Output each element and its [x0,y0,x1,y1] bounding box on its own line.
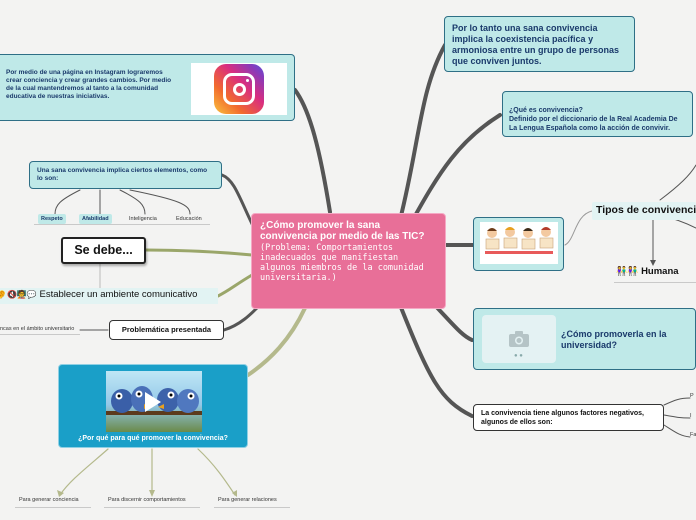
central-topic[interactable]: ¿Cómo promover la sana convivencia por m… [251,213,446,309]
branch-to-instagram [293,88,332,214]
video-child-3-underline [214,507,290,508]
pager-dots: ● ● [514,353,523,359]
humana-label: Humana [641,266,679,277]
factor-item-2[interactable]: I [690,413,692,419]
elemento-inteligencia[interactable]: Inteligencia [129,216,157,222]
humana-icon: 👫👫 [616,266,639,276]
se-debe-label: Se debe... [74,243,133,257]
factor-item-1[interactable]: P [690,393,694,399]
branch-to-ambiente [216,273,254,298]
video-child-discernir[interactable]: Para discernir comportamientos [108,497,186,503]
que-es-text: ¿Qué es convivencia? Definido por el dic… [509,107,678,132]
problematica-node[interactable]: Problemática presentada [109,320,224,340]
elemento-respeto[interactable]: Respeto [38,214,66,224]
video-child-relaciones[interactable]: Para generar relaciones [218,497,277,503]
como-promoverla-node[interactable]: ● ● ¿Cómo promoverla en la universidad? [473,308,696,370]
ambiente-icons: 👂🔇🧑‍🏫💬 [0,290,37,299]
se-debe-node[interactable]: Se debe... [61,237,146,264]
elementos-text: Una sana convivencia implica ciertos ele… [37,167,208,182]
video-thumbnail[interactable] [106,371,202,432]
kids-image-node[interactable] [473,217,564,271]
instagram-text: Por medio de una página en Instagram log… [6,69,172,100]
branch-to-video [246,306,307,377]
ambiente-label: Establecer un ambiente comunicativo [39,289,198,300]
tipos-de-convivencia[interactable]: Tipos de convivencia [592,202,696,220]
elementos-node[interactable]: Una sana convivencia implica ciertos ele… [29,161,222,189]
central-title: ¿Cómo promover la sana convivencia por m… [260,220,425,242]
ambito-universitario-text[interactable]: ncas en el ámbito universitario [0,326,75,332]
por-lo-tanto-text: Por lo tanto una sana convivencia implic… [452,23,620,66]
children-holding-signs-icon [484,227,553,254]
ambito-underline [0,334,80,335]
problematica-label: Problemática presentada [121,325,212,334]
video-children [59,448,236,496]
factores-node[interactable]: La convivencia tiene algunos factores ne… [473,404,664,431]
branch-to-por-lo-tanto [398,43,447,222]
instagram-logo-icon [214,64,264,114]
arrowhead [650,260,656,266]
factor-item-3[interactable]: Fa [690,432,696,438]
tipos-label: Tipos de convivencia [596,204,696,216]
branch-to-se-debe [144,248,254,257]
kids-image [479,222,558,264]
que-es-node[interactable]: ¿Qué es convivencia? Definido por el dic… [502,91,693,137]
como-promoverla-text: ¿Cómo promoverla en la universidad? [561,329,667,350]
ambiente-node[interactable]: 👂🔇🧑‍🏫💬 Establecer un ambiente comunicati… [0,288,218,304]
video-caption: ¿Por qué para qué promover la convivenci… [78,435,228,442]
video-child-2-underline [104,507,200,508]
camera-image-placeholder: ● ● [482,315,556,363]
humana-node[interactable]: 👫👫 Humana [616,266,696,280]
camera-icon [509,331,529,347]
tipos-connector [564,210,593,246]
elemento-educacion[interactable]: Educación [176,216,202,222]
factores-children [663,397,691,438]
elemento-afabilidad[interactable]: Afabilidad [79,214,112,224]
humana-underline [614,282,696,283]
branch-to-que-es [408,113,502,227]
video-child-1-underline [15,507,91,508]
central-subtitle: (Problema: Comportamientos inadecuados q… [260,243,424,283]
tipos-up [659,164,696,201]
por-lo-tanto-node[interactable]: Por lo tanto una sana convivencia implic… [444,16,635,72]
branch-to-factores [398,303,474,418]
video-node[interactable]: ¿Por qué para qué promover la convivenci… [58,364,248,448]
elementos-branches [54,189,191,215]
instagram-node[interactable]: Por medio de una página en Instagram log… [0,54,295,121]
elementos-underline [34,224,210,225]
instagram-image [191,63,287,115]
video-child-conciencia[interactable]: Para generar conciencia [19,497,79,503]
play-icon[interactable] [145,392,161,412]
factores-text: La convivencia tiene algunos factores ne… [481,410,644,426]
